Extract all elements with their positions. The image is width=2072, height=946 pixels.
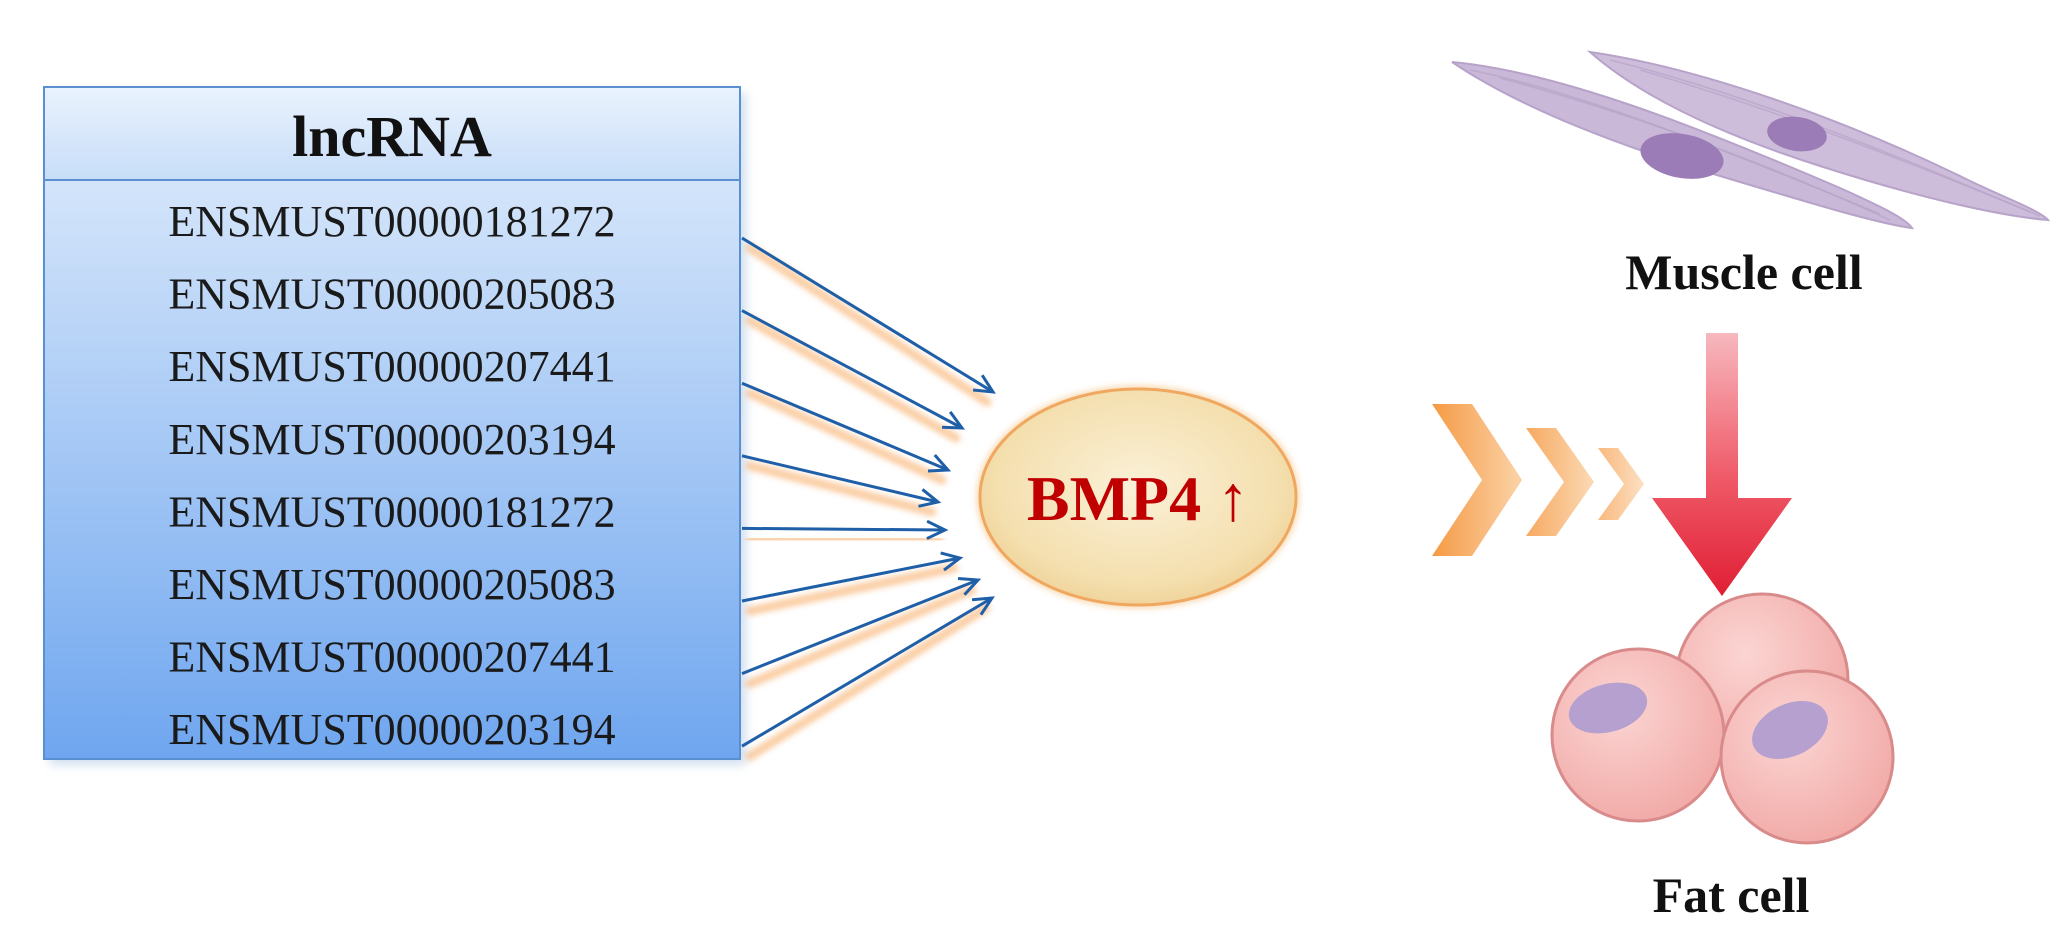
lncrna-item: ENSMUST00000181272 — [168, 487, 615, 536]
muscle-cell-label: Muscle cell — [1625, 244, 1863, 300]
arrow-icon — [741, 551, 964, 616]
fat-nucleus-icon — [1752, 700, 1828, 760]
lncrna-header — [43, 86, 741, 181]
fat-cell-icon — [1550, 592, 1895, 845]
fat-nucleus-icon — [1568, 682, 1648, 734]
arrow-icon — [741, 236, 996, 407]
bmp4-ellipse — [978, 387, 1298, 607]
arrow-icon — [741, 381, 952, 485]
arrow-icon — [741, 577, 982, 689]
muscle-cell-icon — [1451, 50, 2051, 230]
muscle-nucleus-icon — [1640, 133, 1724, 179]
lncrna-item: ENSMUST00000207441 — [168, 633, 615, 682]
bmp4-node: BMP4 ↑ — [976, 385, 1300, 609]
chevron-arrows — [1432, 404, 1644, 556]
arrow-icon — [741, 454, 942, 517]
lncrna-item: ENSMUST00000203194 — [168, 415, 615, 464]
fat-cell-label: Fat cell — [1653, 867, 1810, 923]
lncrna-title: lncRNA — [292, 104, 492, 169]
converging-arrows — [741, 236, 996, 761]
arrow-icon — [741, 309, 966, 443]
chevron-small-icon — [1598, 448, 1644, 520]
bmp4-label: BMP4 ↑ — [1027, 463, 1249, 534]
chevron-medium-icon — [1526, 428, 1594, 536]
lncrna-item: ENSMUST00000205083 — [168, 560, 615, 609]
lncrna-item: ENSMUST00000205083 — [168, 270, 615, 319]
lncrna-item: ENSMUST00000207441 — [168, 342, 615, 391]
down-arrow-icon — [1652, 333, 1792, 596]
chevron-large-icon — [1432, 404, 1522, 556]
lncrna-item: ENSMUST00000181272 — [168, 197, 615, 246]
lncrna-box: lncRNA ENSMUST00000181272ENSMUST00000205… — [43, 86, 746, 765]
lncrna-list: ENSMUST00000181272ENSMUST00000205083ENSM… — [168, 197, 615, 754]
lncrna-item: ENSMUST00000203194 — [168, 705, 615, 754]
arrow-icon — [741, 596, 995, 761]
arrow-icon — [741, 519, 949, 545]
muscle-nucleus-icon — [1767, 116, 1827, 152]
